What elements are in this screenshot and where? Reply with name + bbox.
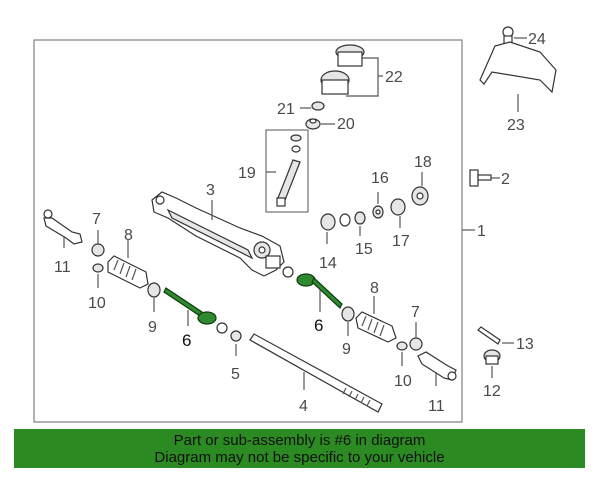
callout-11-right: 11 [428,398,445,415]
part-3-rack-housing[interactable] [151,191,285,277]
part-14-bushing[interactable] [320,213,351,231]
part-6-inner-tie-rod-right[interactable] [296,273,343,309]
part-10-clamp-right[interactable] [396,341,408,351]
callout-4: 4 [299,398,308,415]
callout-5: 5 [231,366,240,383]
callout-24: 24 [528,31,546,48]
part-2-bolt[interactable] [469,169,492,187]
part-22-mount[interactable] [320,44,365,95]
callout-8-left: 8 [124,227,133,244]
part-9-clamp-right[interactable] [341,306,355,322]
part-20-nut[interactable] [305,118,321,130]
callout-9-left: 9 [148,319,157,336]
callout-7-right: 7 [411,304,420,321]
part-21-washer[interactable] [311,101,325,111]
callout-11-left: 11 [54,259,71,276]
washer-right[interactable] [282,266,294,278]
part-11-tie-rod-end-left[interactable] [43,209,83,245]
callout-16: 16 [371,170,389,187]
assembly-frame [33,39,463,423]
part-17-plug[interactable] [390,198,406,216]
callout-10-left: 10 [88,295,106,312]
banner-line-1: Part or sub-assembly is #6 in diagram [173,432,426,449]
callout-17: 17 [392,233,410,250]
callout-8-right: 8 [370,280,379,297]
part-16-washer[interactable] [372,205,384,219]
part-24-bolt[interactable] [502,26,514,45]
part-7-nut-right[interactable] [409,337,423,351]
callout-22: 22 [385,69,403,86]
callout-6-left: 6 [182,331,191,350]
part-8-boot-right[interactable] [355,311,397,343]
part-13-stud[interactable] [477,326,501,345]
callout-21: 21 [277,101,295,118]
callout-15: 15 [355,241,373,258]
callout-9-right: 9 [342,341,351,358]
part-10-clamp-left[interactable] [92,263,104,273]
callout-23: 23 [507,117,525,134]
callout-12: 12 [483,383,501,400]
washer-left[interactable] [216,322,228,334]
callout-14: 14 [319,255,337,272]
part-5-cap[interactable] [230,330,242,342]
part-19-group-box [265,129,309,213]
callout-19: 19 [238,165,256,182]
part-6-inner-tie-rod-left[interactable] [163,287,217,325]
part-19-pinion[interactable] [276,134,302,207]
banner-line-2: Diagram may not be specific to your vehi… [154,449,445,466]
part-9-clamp-left[interactable] [147,282,161,298]
callout-1: 1 [477,223,486,240]
callout-7-left: 7 [92,211,101,228]
callout-2: 2 [501,171,510,188]
callout-10-right: 10 [394,373,412,390]
part-11-tie-rod-end-right[interactable] [417,351,457,381]
info-banner: Part or sub-assembly is #6 in diagram Di… [14,429,585,468]
part-23-cover[interactable] [479,41,557,94]
callout-6-right: 6 [314,316,323,335]
callout-3: 3 [206,182,215,199]
part-4-rack-shaft[interactable] [249,333,383,413]
part-18-bushing[interactable] [411,186,429,206]
part-12-grommet[interactable] [483,349,501,365]
callout-20: 20 [337,116,355,133]
part-7-nut-left[interactable] [91,243,105,257]
callout-18: 18 [414,154,432,171]
part-8-boot-left[interactable] [107,255,149,289]
part-15-seal[interactable] [354,211,366,225]
callout-13: 13 [516,336,534,353]
